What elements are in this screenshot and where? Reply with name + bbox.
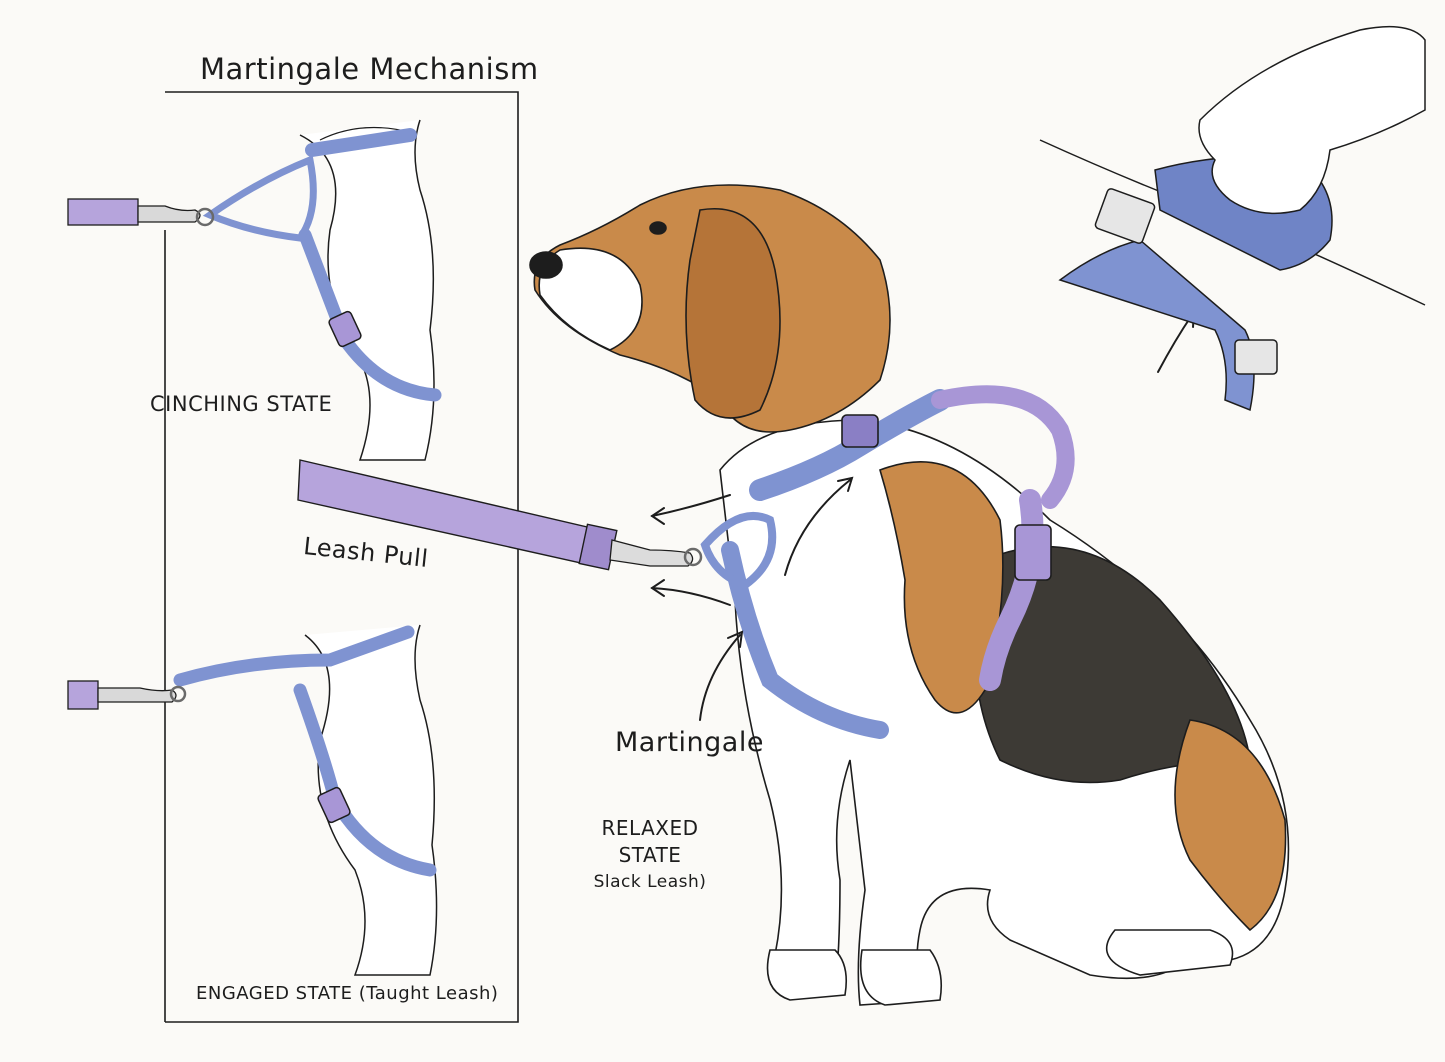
beagle-ear: [685, 208, 781, 419]
cinching-state-label: CINCHING STATE: [150, 392, 333, 416]
beagle: [529, 184, 1290, 1006]
tan-hip: [1174, 719, 1287, 932]
muzzle-white: [538, 247, 643, 351]
martingale-loop: [700, 511, 777, 590]
tan-shoulder: [879, 461, 1004, 714]
main-leash: [297, 459, 703, 571]
engaged-leash: [67, 680, 99, 710]
relaxed-state-label: RELAXED STATE Slack Leash): [570, 815, 730, 896]
harness-buckle: [841, 414, 879, 448]
engaged-state-label: ENGAGED STATE (Taught Leash): [196, 983, 499, 1004]
cinch-leash: [67, 198, 139, 226]
hand-icon: [1198, 25, 1426, 215]
harness-handle: [931, 385, 1075, 509]
dog-chest-outline: [299, 119, 435, 461]
beagle-nose: [529, 251, 563, 279]
martingale-label: Martingale: [615, 727, 764, 758]
cinch-slider: [328, 310, 362, 348]
harness-side-buckle: [1014, 524, 1052, 581]
cinching-inset: [67, 119, 442, 461]
cinch-loop: [202, 155, 317, 242]
handle-inset: [1039, 25, 1426, 412]
leash-clip: [609, 539, 694, 567]
engaged-strap-neck: [173, 625, 415, 687]
mechanism-frame: [164, 91, 519, 1023]
handle-buckle: [1094, 188, 1156, 244]
beagle-eye: [649, 221, 667, 235]
engaged-inset: [67, 624, 438, 976]
relaxed-line-2: STATE: [618, 843, 682, 867]
cinch-clip: [137, 205, 201, 223]
relaxed-line-3: Slack Leash): [593, 872, 707, 892]
diagram-title: Martingale Mechanism: [200, 52, 539, 86]
relaxed-line-1: RELAXED: [601, 816, 699, 840]
cinch-strap-neck: [305, 128, 417, 157]
harness-chest-strap: [721, 541, 889, 739]
main-harness: [700, 385, 1075, 739]
